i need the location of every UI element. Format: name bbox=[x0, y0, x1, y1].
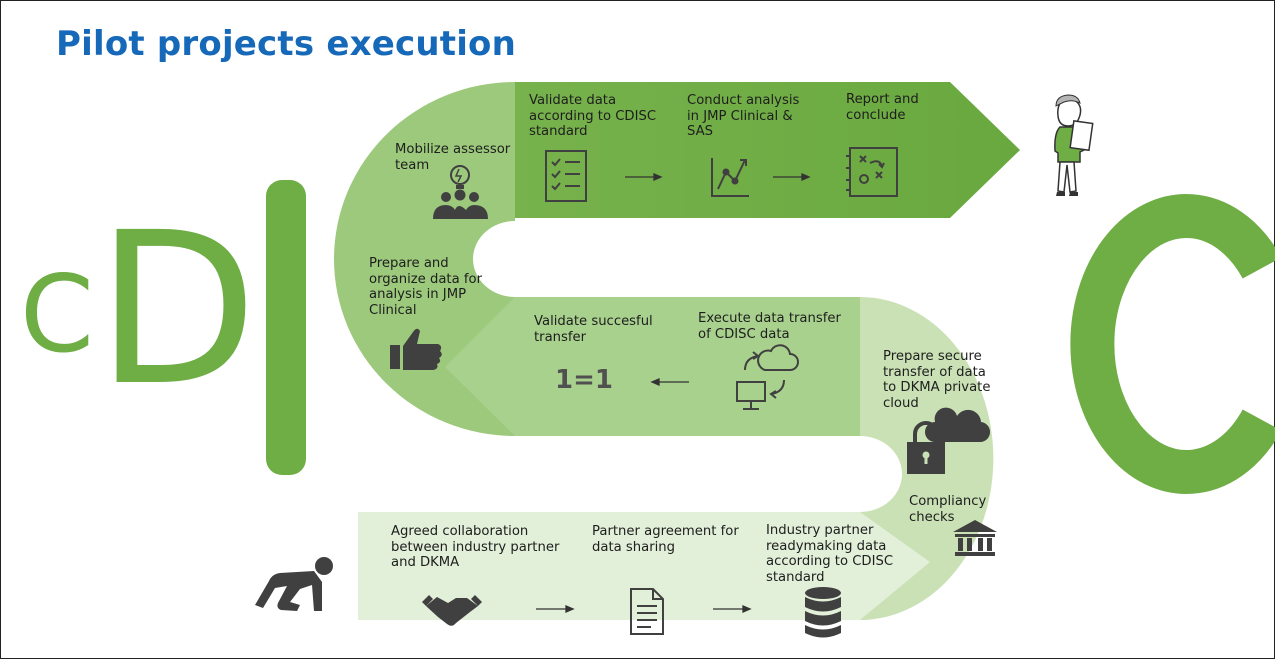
step-validate-data: Validate data according to CDISC standar… bbox=[529, 93, 657, 139]
person-with-report-icon bbox=[1054, 94, 1094, 196]
logo-letter-d: D bbox=[96, 187, 258, 432]
strategy-board-icon bbox=[846, 147, 898, 197]
runner-start-icon bbox=[255, 557, 333, 611]
cloud-sync-icon bbox=[736, 344, 799, 410]
line-chart-icon bbox=[711, 158, 749, 197]
secure-cloud-icon bbox=[907, 407, 991, 474]
step-industry-readymaking: Industry partner readymaking data accord… bbox=[766, 523, 894, 585]
step-report-conclude: Report and conclude bbox=[846, 92, 919, 123]
step-validate-transfer: Validate succesful transfer bbox=[534, 314, 653, 345]
step-partner-agreement: Partner agreement for data sharing bbox=[592, 524, 739, 555]
logo-letter-c-small: C bbox=[20, 253, 95, 376]
step-execute-transfer: Execute data transfer of CDISC data bbox=[698, 311, 841, 342]
step-compliancy-checks: Compliancy checks bbox=[909, 494, 987, 525]
step-agreed-collaboration: Agreed collaboration between industry pa… bbox=[391, 524, 560, 570]
institution-icon bbox=[953, 520, 997, 556]
step-conduct-analysis: Conduct analysis in JMP Clinical & SAS bbox=[687, 93, 800, 139]
document-icon bbox=[630, 588, 664, 635]
top-band bbox=[515, 82, 1020, 218]
equals-icon: 1=1 bbox=[555, 365, 613, 395]
checklist-icon bbox=[545, 150, 587, 202]
handshake-icon bbox=[422, 595, 482, 626]
step-mobilize-team: Mobilize assessor team bbox=[395, 142, 511, 173]
idea-team-icon bbox=[433, 165, 488, 219]
step-prepare-organize: Prepare and organize data for analysis i… bbox=[369, 256, 482, 318]
page-title: Pilot projects execution bbox=[56, 24, 517, 64]
logo-letter-i bbox=[266, 180, 306, 475]
step-prepare-secure-transfer: Prepare secure transfer of data to DKMA … bbox=[883, 349, 991, 411]
database-icon bbox=[805, 587, 841, 638]
logo-letter-c-large bbox=[1070, 194, 1275, 494]
thumbs-up-icon bbox=[390, 328, 442, 370]
bottom-band bbox=[358, 512, 930, 620]
